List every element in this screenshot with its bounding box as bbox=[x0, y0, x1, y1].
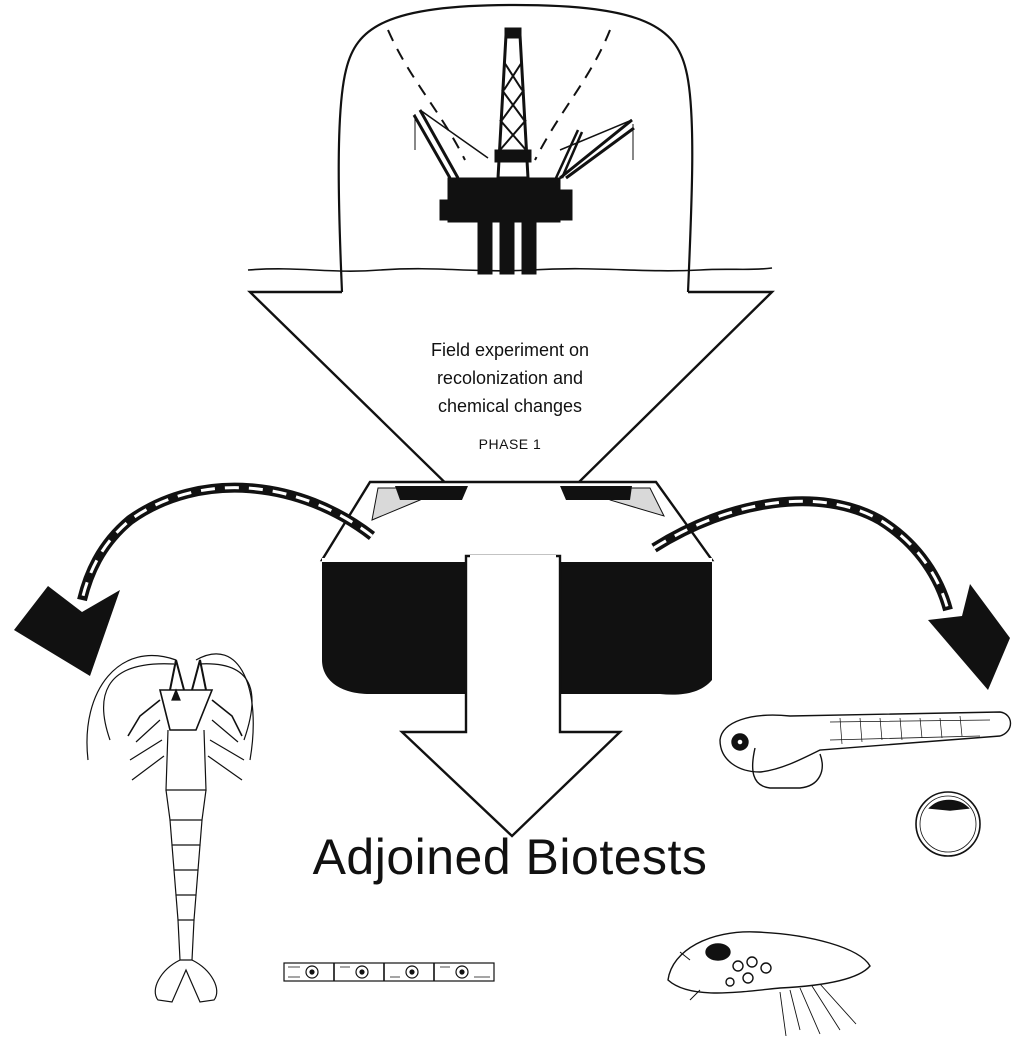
phase-label: PHASE 1 bbox=[440, 436, 580, 452]
phase-description-line-3: chemical changes bbox=[360, 392, 660, 420]
fish-larva-icon bbox=[720, 712, 1011, 788]
copepod-icon bbox=[668, 932, 870, 1036]
fish-egg-icon bbox=[916, 792, 980, 856]
diagram-title: Adjoined Biotests bbox=[250, 828, 770, 886]
left-curved-arrow bbox=[14, 488, 372, 676]
phase-description: Field experiment on recolonization and c… bbox=[360, 336, 660, 420]
dome-outline bbox=[339, 5, 693, 292]
oil-platform-icon bbox=[414, 28, 634, 274]
phase-description-line-1: Field experiment on bbox=[360, 336, 660, 364]
algae-chain-icon bbox=[284, 963, 494, 981]
phase-description-line-2: recolonization and bbox=[360, 364, 660, 392]
shrimp-icon bbox=[87, 654, 253, 1002]
